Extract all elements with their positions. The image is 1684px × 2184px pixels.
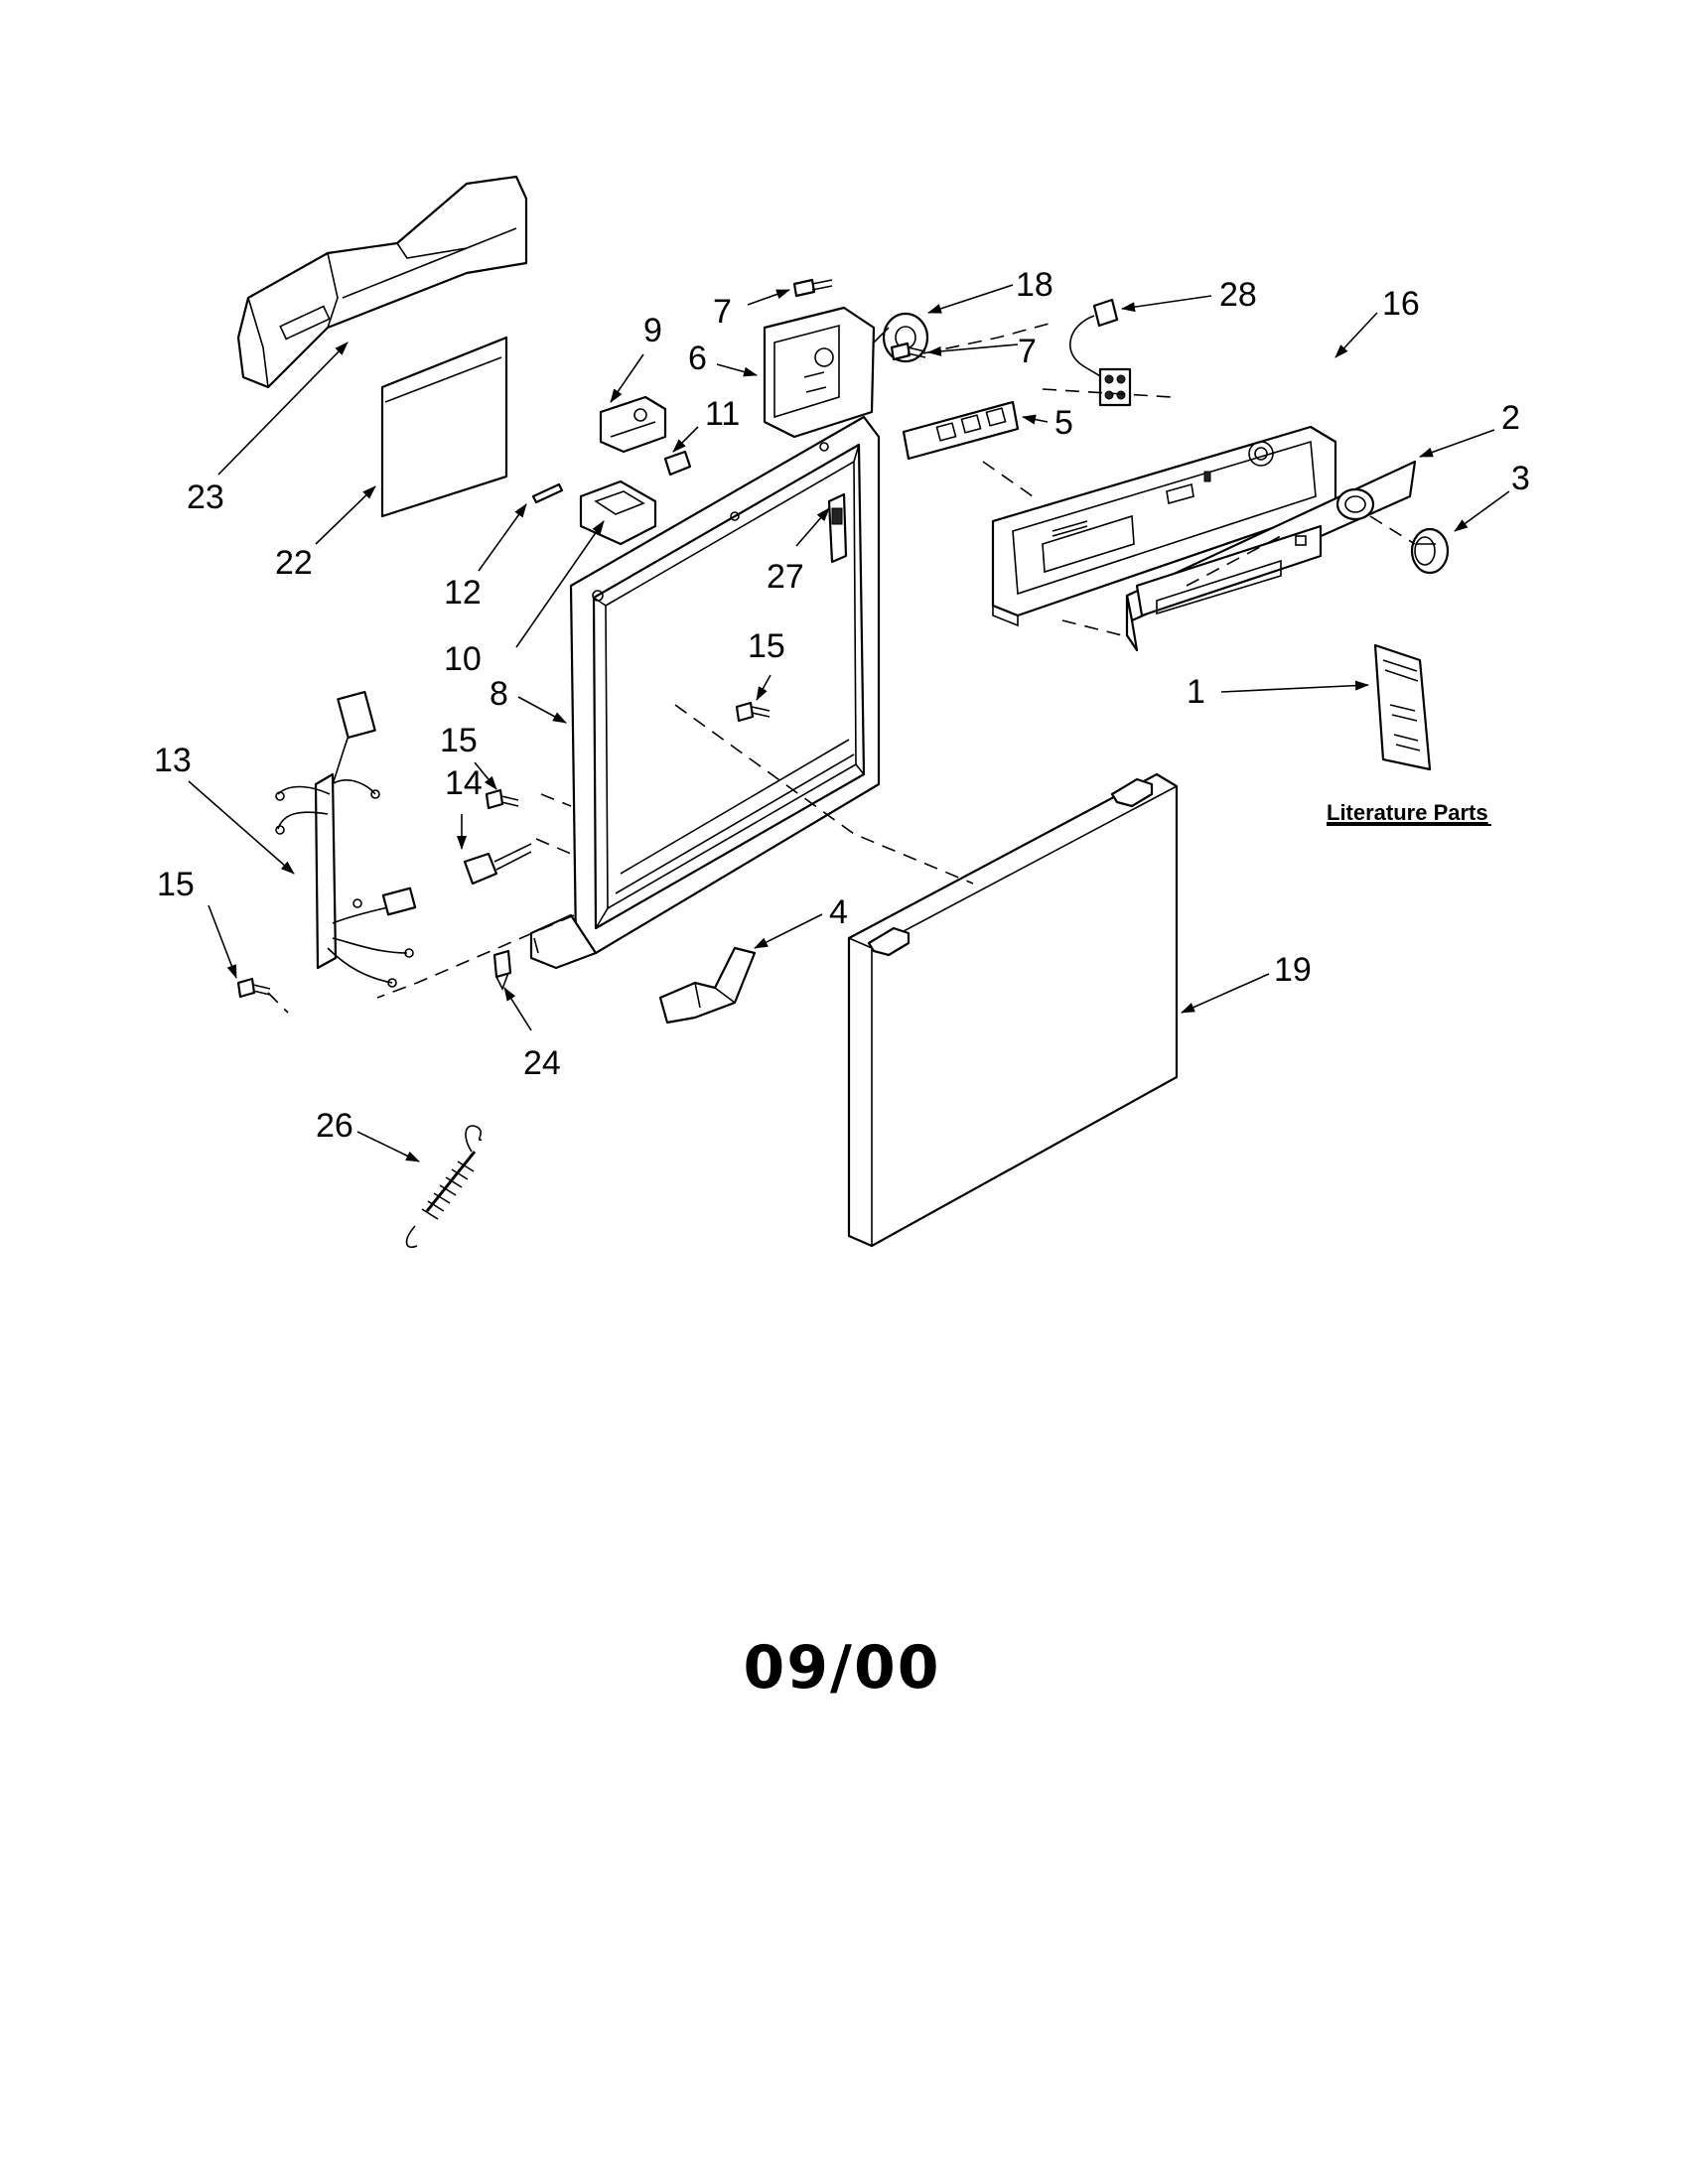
part-7-screw-upper [792,278,833,298]
part-8-door-frame [529,415,881,970]
callout-16: 16 [1382,285,1420,323]
callout-5: 5 [1054,404,1073,442]
callout-7-lower: 7 [1018,333,1037,370]
part-23-vent-duct [236,175,528,389]
callout-10: 10 [444,640,482,678]
part-13-harness [275,690,417,988]
part-3-knob [1410,527,1450,575]
callout-13: 13 [154,742,192,779]
part-6-control [763,306,876,439]
part-12-pin [531,482,564,504]
part-15-screw-left-upper [485,788,519,810]
part-5-light-board [902,400,1020,461]
part-4-bracket [658,946,757,1024]
callout-15-left-lower: 15 [157,866,195,903]
callout-9: 9 [643,312,662,349]
date-code: 09/00 [743,1633,941,1703]
callout-22: 22 [275,544,313,582]
callout-2: 2 [1501,399,1520,437]
callout-15-center: 15 [748,627,785,665]
part-1-literature [1373,643,1432,771]
callout-8: 8 [490,675,508,713]
part-26-spring [405,1125,483,1248]
part-19-door-panel [847,772,1179,1248]
part-28-connector [1069,298,1132,407]
part-7-screw-lower [890,341,926,361]
callout-18: 18 [1016,266,1053,304]
part-10-latch-housing [579,479,657,546]
callout-24: 24 [523,1044,561,1082]
callout-26: 26 [316,1107,353,1145]
callout-15-left-upper: 15 [440,722,478,759]
part-14-component [463,843,532,886]
callout-27: 27 [767,558,804,596]
part-9-switch [599,395,667,454]
callout-4: 4 [829,893,848,931]
callout-12: 12 [444,574,482,612]
part-15-screw-center [735,701,771,723]
part-27-latch [827,492,848,564]
callout-7-upper: 7 [713,293,732,331]
part-22-insulation [380,336,508,518]
callout-14: 14 [445,764,483,802]
part-24-clip [492,949,512,991]
callout-3: 3 [1511,460,1530,497]
assembly-lines [267,322,1416,1014]
callout-1: 1 [1187,673,1205,711]
callouts: 1 2 3 4 5 6 7 7 8 9 10 11 12 13 14 15 15… [154,266,1530,1145]
part-15-screw-left-lower [236,977,271,999]
callout-6: 6 [688,340,707,377]
callout-28: 28 [1219,276,1257,314]
literature-parts-label: Literature Parts [1327,800,1488,825]
callout-11: 11 [705,395,740,433]
part-11-switch-clip [663,450,692,477]
callout-23: 23 [187,478,224,516]
leader-arrows [188,284,1510,1162]
callout-19: 19 [1274,951,1312,989]
